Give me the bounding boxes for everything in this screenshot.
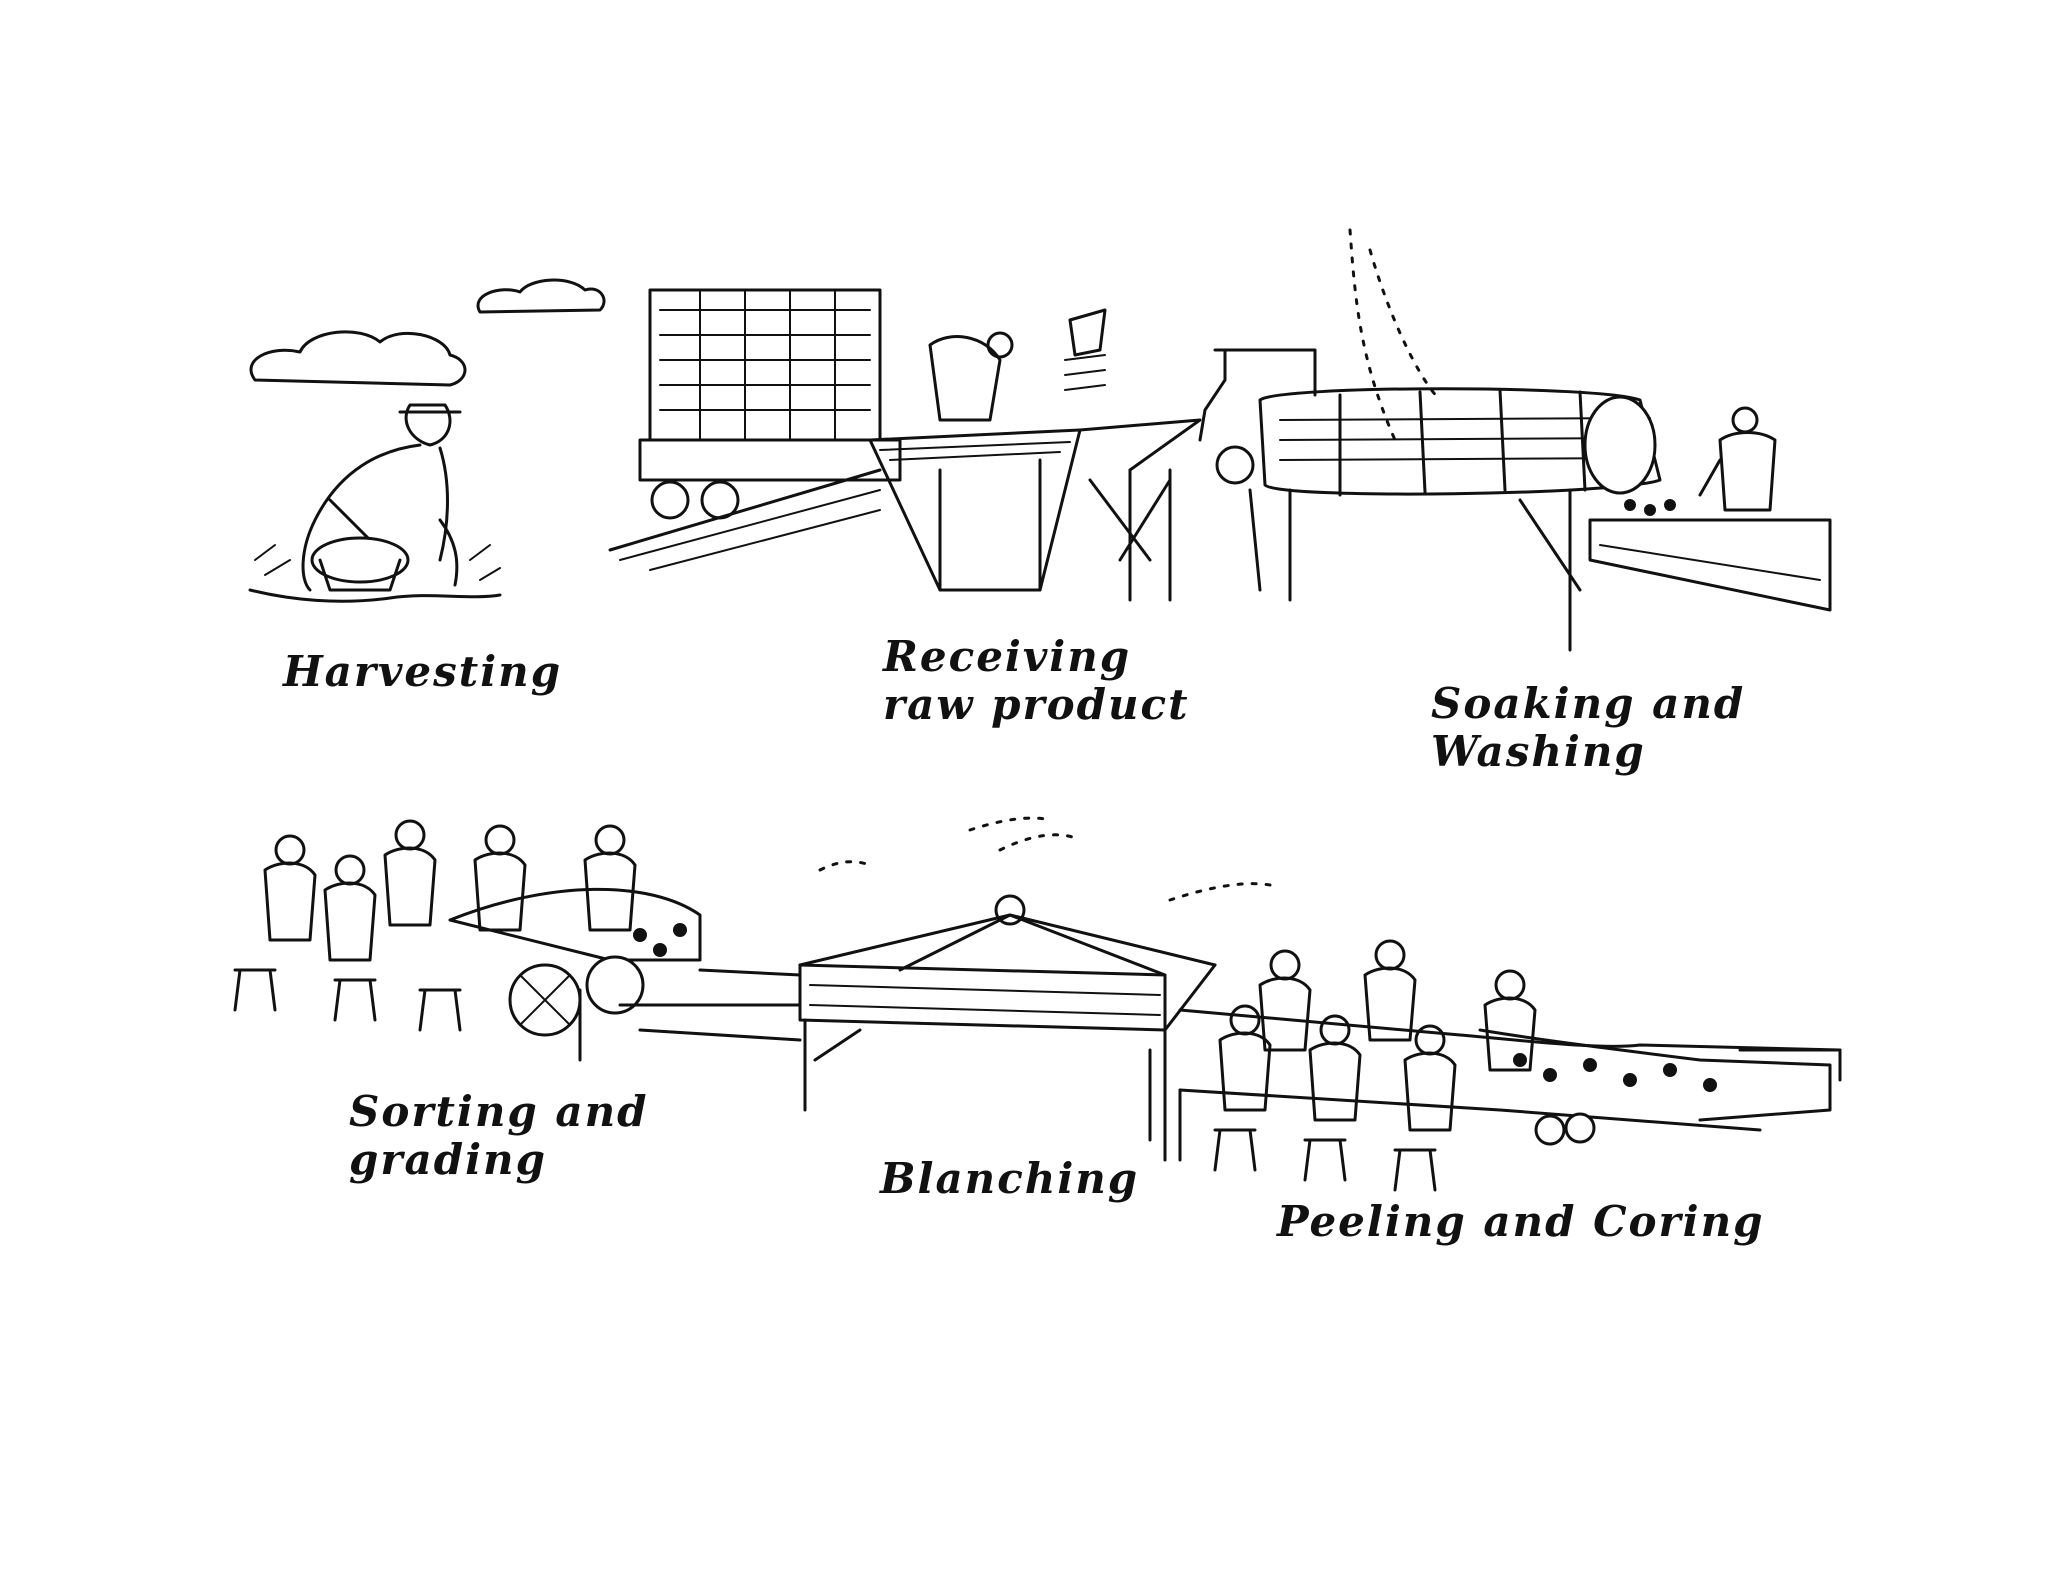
stage-label-blanching: Blanching	[880, 1155, 1139, 1203]
rotary-washer-icon	[1198, 348, 1662, 497]
sorting-workers-icon	[263, 819, 637, 962]
truck-crates-icon	[638, 288, 902, 520]
steam-lines	[818, 816, 1272, 902]
harvesting-illustration	[248, 278, 606, 603]
sorting-grading-illustration	[233, 819, 802, 1062]
stools	[1213, 1128, 1437, 1192]
worker-dumping-icon	[928, 308, 1107, 422]
stage-label-line: Soaking and	[1431, 679, 1746, 728]
blancher-icon	[798, 894, 1217, 1162]
stools	[233, 968, 462, 1032]
stage-label-harvesting: Harvesting	[283, 648, 562, 696]
stage-label-line: Washing	[1431, 727, 1646, 776]
stage-label-line: grading	[349, 1135, 547, 1184]
stage-label-line: Peeling and Coring	[1277, 1197, 1765, 1246]
stage-label-line: Blanching	[880, 1154, 1140, 1203]
steam-lines	[1348, 228, 1442, 442]
grading-conveyor-icon	[448, 887, 702, 1062]
stage-label-line: Harvesting	[283, 647, 563, 696]
receiving-illustration	[608, 288, 1202, 602]
conveyor-belt	[1588, 499, 1832, 612]
blanching-illustration	[798, 816, 1272, 1162]
peeling-coring-illustration	[1178, 939, 1842, 1192]
peeling-conveyor-icon	[1178, 1008, 1842, 1146]
cloud-icon	[249, 278, 606, 387]
stage-label-soaking: Soaking and Washing	[1431, 680, 1745, 776]
stage-label-sorting: Sorting and grading	[349, 1088, 648, 1184]
stage-label-receiving: Receiving raw product	[883, 633, 1190, 729]
stage-label-peeling: Peeling and Coring	[1277, 1198, 1765, 1246]
worker-harvesting-icon	[248, 403, 502, 603]
stage-label-line: Receiving	[883, 632, 1132, 681]
soaking-washing-illustration	[1198, 228, 1832, 652]
stage-label-line: Sorting and	[349, 1087, 649, 1136]
washer-frame	[1248, 488, 1582, 652]
hopper-icon	[868, 418, 1202, 602]
worker-inspecting-icon	[1698, 406, 1777, 512]
stage-label-line: raw product	[883, 680, 1190, 729]
